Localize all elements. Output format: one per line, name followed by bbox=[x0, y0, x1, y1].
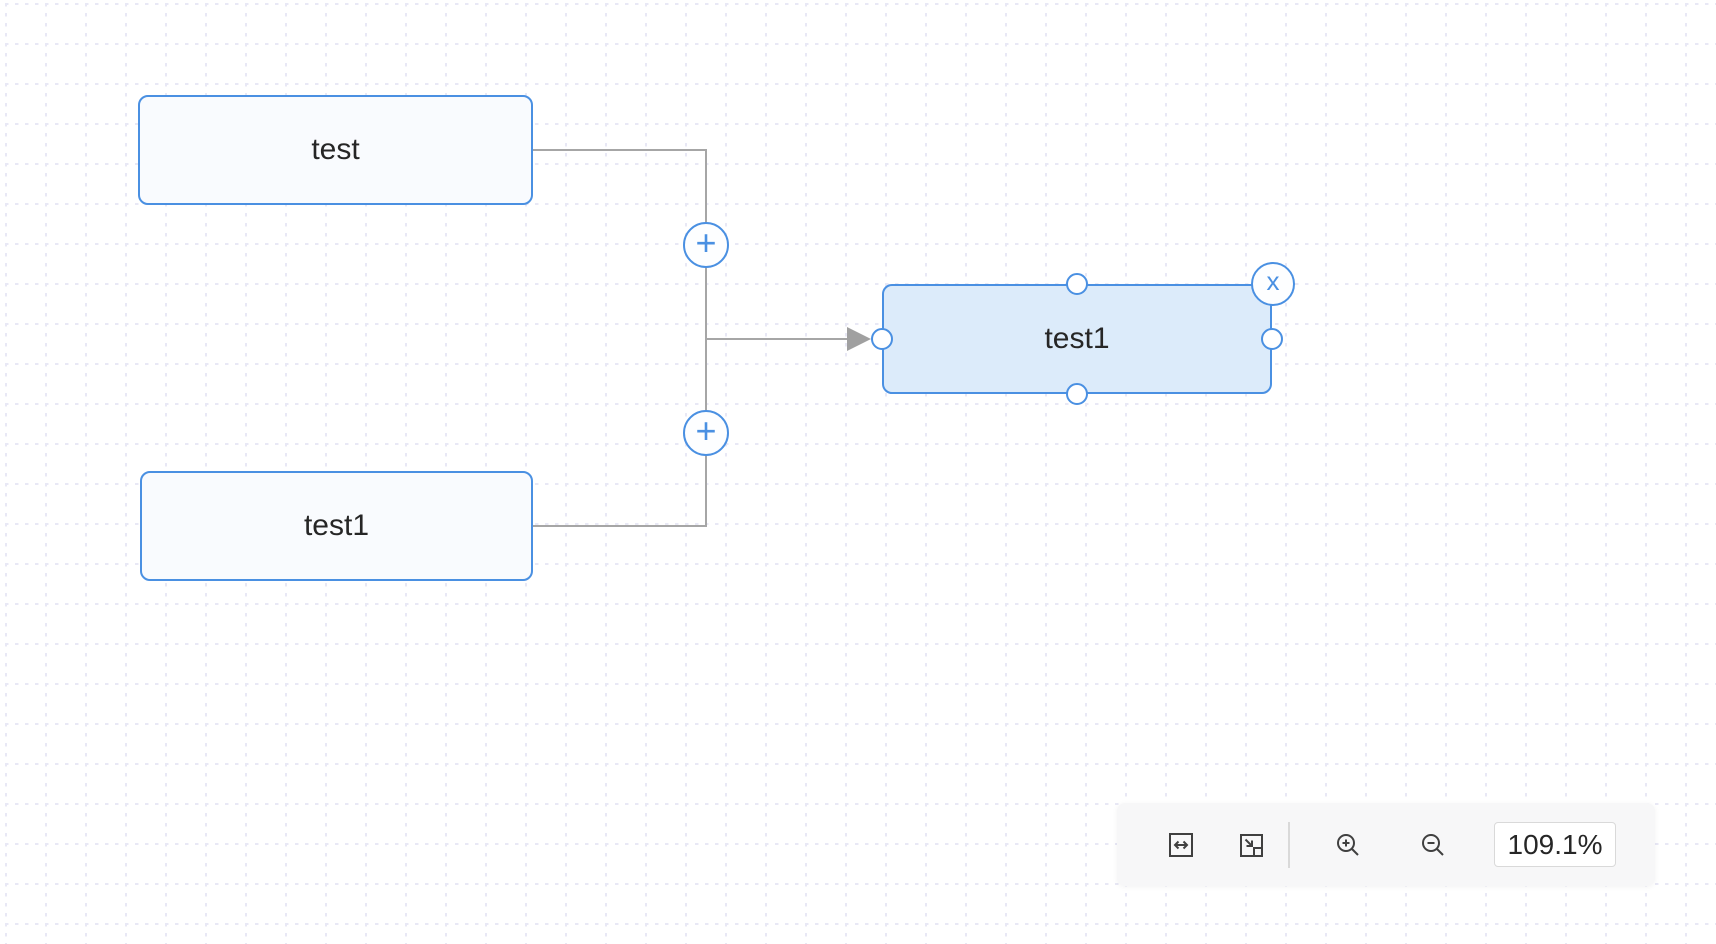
fit-width-button[interactable] bbox=[1167, 831, 1195, 859]
edge-branch-lines[interactable] bbox=[533, 149, 707, 527]
edge-arrowhead-icon bbox=[847, 327, 871, 351]
close-icon: x bbox=[1266, 266, 1280, 296]
handle-right[interactable] bbox=[1261, 328, 1283, 350]
fit-width-icon bbox=[1169, 832, 1193, 857]
zoom-out-button[interactable] bbox=[1419, 831, 1447, 859]
add-node-button-bottom[interactable]: + bbox=[683, 410, 729, 456]
zoom-out-icon bbox=[1422, 833, 1444, 856]
add-node-button-top[interactable]: + bbox=[683, 222, 729, 268]
delete-node-button[interactable]: x bbox=[1251, 262, 1295, 306]
zoom-in-button[interactable] bbox=[1334, 831, 1362, 859]
plus-icon: + bbox=[695, 410, 717, 451]
fit-content-icon bbox=[1240, 833, 1263, 857]
handle-bottom[interactable] bbox=[1066, 383, 1088, 405]
zoom-toolbar bbox=[1117, 803, 1655, 886]
zoom-in-icon bbox=[1337, 833, 1359, 856]
node-test1-selected[interactable]: test1 bbox=[882, 284, 1272, 394]
toolbar-divider bbox=[1288, 821, 1290, 868]
node-test1-left-label: test1 bbox=[303, 509, 370, 542]
node-test-label: test bbox=[311, 133, 360, 166]
node-test[interactable]: test bbox=[138, 95, 533, 205]
node-test1-selected-label: test1 bbox=[1044, 322, 1110, 355]
handle-left[interactable] bbox=[871, 328, 893, 350]
node-test1-left[interactable]: test1 bbox=[140, 471, 533, 581]
plus-icon: + bbox=[695, 222, 717, 263]
handle-top[interactable] bbox=[1066, 273, 1088, 295]
fit-content-button[interactable] bbox=[1237, 831, 1265, 859]
zoom-level-input[interactable] bbox=[1494, 822, 1616, 867]
